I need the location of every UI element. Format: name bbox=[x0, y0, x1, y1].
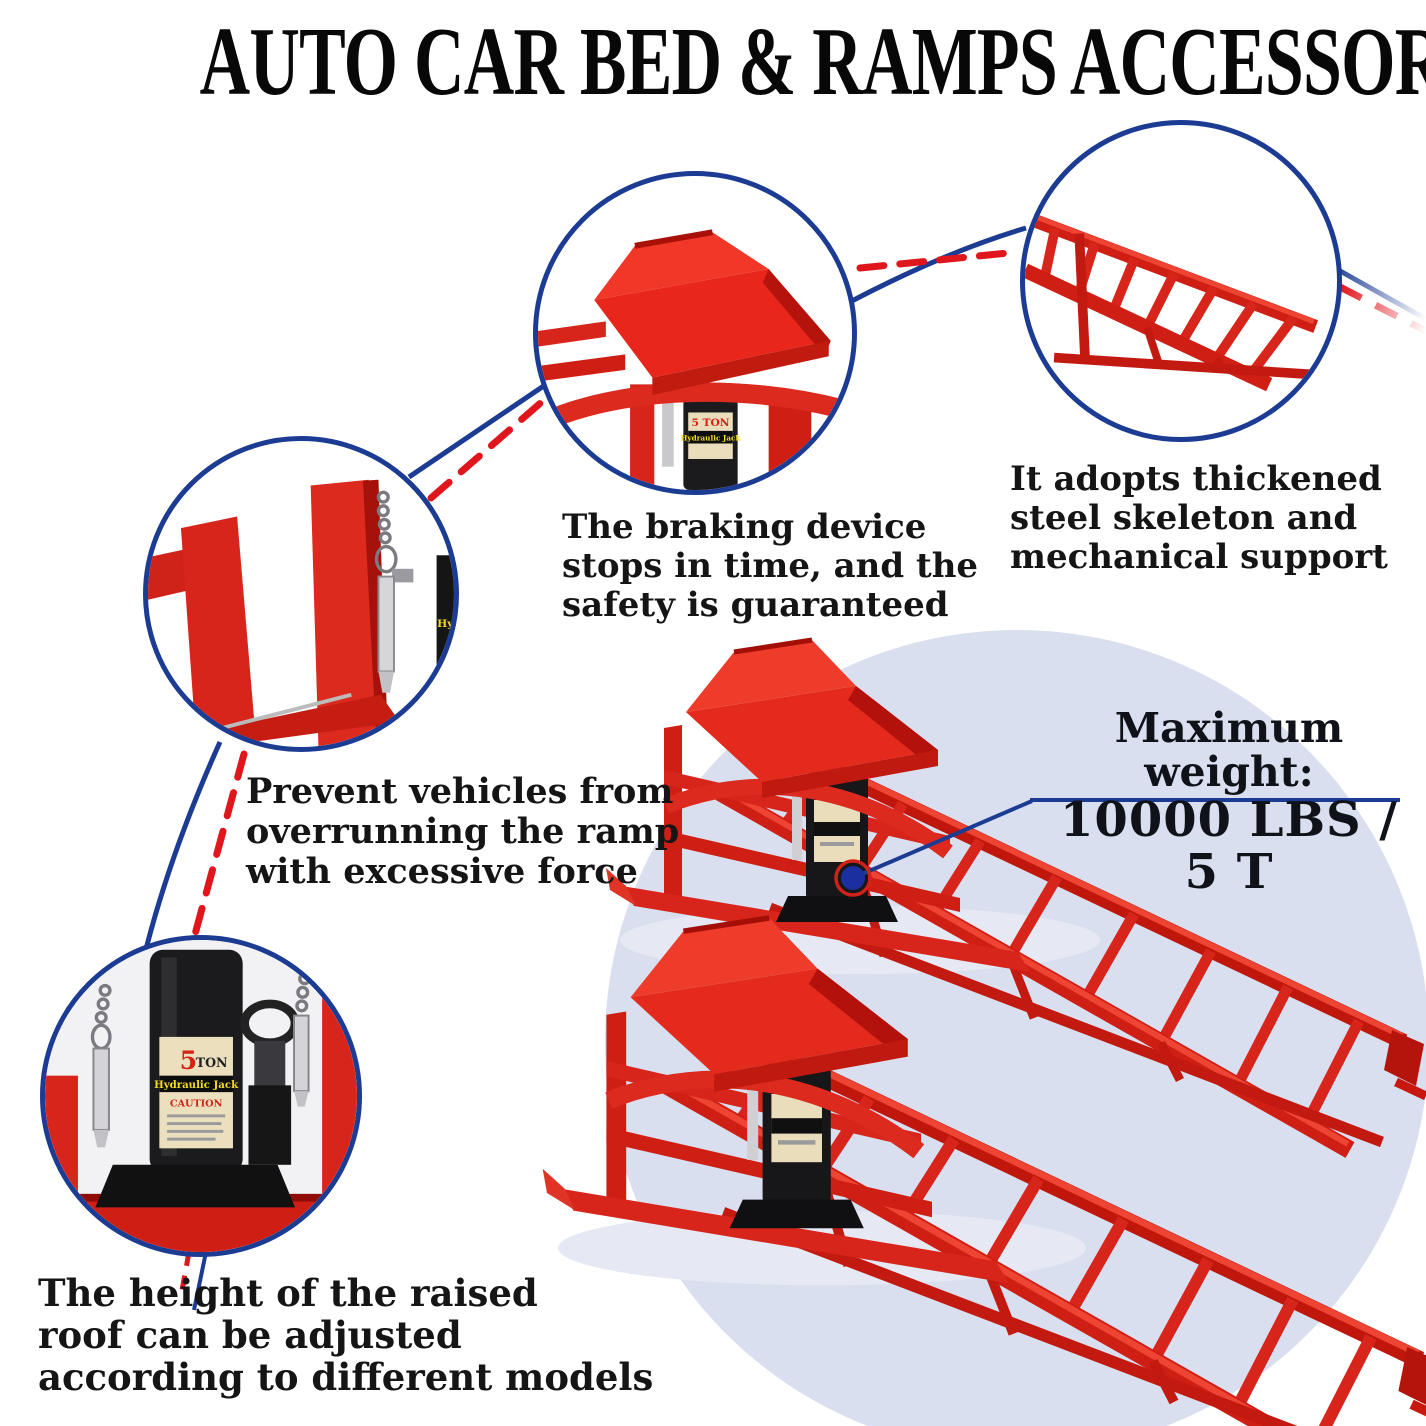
pin-right-tip bbox=[294, 1091, 309, 1107]
note-steel-skeleton: It adopts thickened steel skeleton and m… bbox=[1010, 459, 1388, 577]
tray-back-flap bbox=[594, 232, 769, 301]
front-guard-bar bbox=[543, 382, 843, 430]
tray-front-lip bbox=[652, 340, 829, 396]
pin-left bbox=[92, 1047, 110, 1131]
strut-1 bbox=[1143, 326, 1163, 365]
note-braking-device: The braking device stops in time, and th… bbox=[562, 507, 979, 625]
handle-shaft bbox=[254, 1040, 286, 1092]
jack-caution: CAUTION bbox=[170, 1099, 223, 1110]
page-title: AUTO CAR BED & RAMPS ACCESSORIES bbox=[199, 8, 1426, 115]
lower-chord bbox=[1053, 352, 1321, 380]
jack-label-band bbox=[688, 430, 733, 444]
frame-bar-left bbox=[180, 516, 257, 747]
jack-capacity-unit: TON bbox=[196, 1055, 228, 1070]
chain bbox=[374, 490, 398, 574]
max-weight-label: Maximum weight: bbox=[1114, 704, 1344, 796]
strut-2 bbox=[1212, 357, 1228, 374]
vertical-post bbox=[1074, 233, 1090, 360]
tray-right-lip bbox=[762, 269, 831, 357]
jack-label-band bbox=[159, 1075, 233, 1093]
callout-circle-skeleton bbox=[1020, 120, 1342, 442]
jack-base bbox=[95, 1164, 295, 1208]
pin-clamp bbox=[392, 568, 414, 583]
tray-top bbox=[594, 269, 829, 378]
frame-rail-left-1 bbox=[538, 321, 606, 347]
chain-left bbox=[90, 983, 112, 1051]
jack-closeup: 5 TON Hydraulic Jack CAUTION bbox=[45, 940, 357, 1252]
pin-frame-closeup: Hy bbox=[148, 479, 454, 747]
safety-pin bbox=[377, 575, 395, 673]
jack-caution-lines bbox=[167, 1114, 226, 1141]
pin-right bbox=[293, 1014, 310, 1093]
frame-rail-left-2 bbox=[538, 354, 626, 382]
tray-closeup: 5 TON Hydraulic Jack bbox=[538, 229, 843, 490]
max-weight-value: 10000 LBS / 5 T bbox=[1060, 792, 1398, 900]
callout-circle-tray: 5 TON Hydraulic Jack bbox=[533, 171, 857, 495]
far-rail-highlight bbox=[1029, 212, 1315, 324]
jack-capacity-text: 5 TON bbox=[691, 416, 729, 429]
tray-flap-edge bbox=[634, 229, 713, 249]
jack-piston-rod bbox=[662, 398, 674, 467]
jack-brand-text: Hydraulic Jack bbox=[681, 434, 742, 443]
note-max-weight: Maximum weight: 10000 LBS / 5 T bbox=[1046, 706, 1412, 898]
pin-left-tip bbox=[93, 1129, 109, 1148]
skeleton-closeup bbox=[1025, 212, 1321, 392]
jack-label bbox=[159, 1036, 233, 1149]
note-height-adjust: The height of the raised roof can be adj… bbox=[38, 1271, 654, 1399]
callout-circle-jack: 5 TON Hydraulic Jack CAUTION bbox=[40, 935, 362, 1257]
callout-circle-pin-frame: Hy bbox=[143, 436, 459, 752]
note-prevent-overrun: Prevent vehicles from overrunning the ra… bbox=[246, 771, 680, 892]
jack-capacity-number: 5 bbox=[180, 1045, 198, 1075]
rungs bbox=[1039, 227, 1298, 379]
pin-tip bbox=[378, 671, 394, 693]
metal-edge bbox=[215, 692, 352, 732]
jack-brand-fragment: Hy bbox=[437, 617, 454, 630]
bottom-diagonal bbox=[206, 694, 400, 747]
jack-brand: Hydraulic Jack bbox=[154, 1079, 239, 1091]
frame-bar-right bbox=[310, 479, 379, 747]
pump-block bbox=[248, 1085, 292, 1165]
